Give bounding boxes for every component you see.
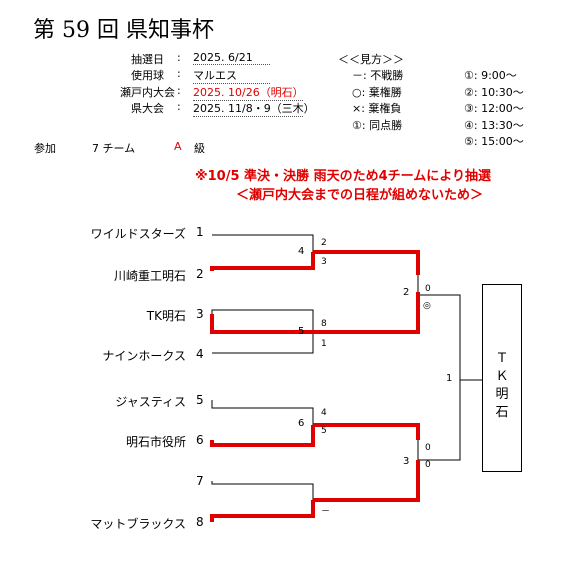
- class-letter: A: [174, 140, 182, 153]
- seed-number: 1: [196, 225, 204, 239]
- participation-label: 参加: [34, 142, 56, 155]
- setouchi-value: 2025. 10/26（明石）: [193, 86, 304, 101]
- winner-path: [210, 252, 315, 271]
- winner-path: [313, 250, 420, 275]
- score: 0: [425, 460, 431, 470]
- score: 3: [321, 257, 327, 267]
- bracket-line: [313, 424, 419, 440]
- info-separator: :: [177, 84, 181, 97]
- team-name: ナインホークス: [102, 349, 186, 363]
- draw-date-label: 抽選日: [131, 53, 164, 66]
- match-number: 5: [298, 326, 305, 337]
- seed-number: 6: [196, 433, 204, 447]
- champion-box: Ｔ Ｋ 明 石: [482, 284, 522, 472]
- winner-path: [313, 460, 420, 502]
- score: 0: [425, 284, 431, 294]
- info-separator: :: [177, 100, 181, 113]
- team-name: 川崎重工明石: [113, 269, 186, 283]
- bracket-line: [211, 309, 314, 332]
- bracket-line: [417, 380, 461, 461]
- team-name: マットブラックス: [90, 517, 186, 531]
- info-separator: :: [177, 67, 181, 80]
- match-number: 4: [298, 246, 305, 257]
- winner-path: [210, 314, 313, 334]
- match-number: 6: [298, 418, 305, 429]
- schedule-item: ①: 9:00～: [464, 69, 517, 82]
- score: －: [321, 507, 331, 517]
- winner-path: [313, 292, 420, 334]
- bracket-line: [211, 400, 314, 425]
- score: 2: [321, 238, 327, 248]
- legend-item: ×: 棄権負: [352, 102, 402, 115]
- winner-path: [210, 425, 315, 447]
- match-number: 2: [403, 287, 410, 298]
- winner-path: [313, 423, 420, 440]
- team-name: ワイルドスターズ: [90, 227, 186, 241]
- score: 1: [321, 339, 327, 349]
- seed-number: 7: [196, 474, 204, 488]
- score: 5: [321, 426, 327, 436]
- winner-path: [210, 500, 315, 522]
- ball-label: 使用球: [131, 69, 164, 82]
- match-number: 3: [403, 456, 410, 467]
- legend-item: ○: 棄権勝: [352, 86, 402, 99]
- champion-char: 石: [495, 405, 509, 420]
- seed-number: 8: [196, 515, 204, 529]
- schedule-item: ④: 13:30～: [464, 119, 524, 132]
- seed-number: 4: [196, 347, 204, 361]
- score: 4: [321, 408, 327, 418]
- team-name: ジャスティス: [115, 395, 186, 409]
- match-number: 1: [446, 373, 453, 384]
- bracket-line: [212, 332, 314, 354]
- page-title: 第 59 回 県知事杯: [33, 18, 214, 43]
- prefectural-label: 県大会: [131, 102, 164, 115]
- team-name: 明石市役所: [125, 435, 186, 449]
- score: ◎: [423, 301, 431, 311]
- bracket-line: [211, 500, 314, 522]
- champion-char: 明: [495, 387, 509, 402]
- bracket-line: [313, 251, 419, 275]
- legend-title: ＜＜見方＞＞: [338, 53, 404, 66]
- legend-item: －: 不戦勝: [352, 69, 404, 82]
- schedule-item: ③: 12:00～: [464, 102, 524, 115]
- schedule-item: ⑤: 15:00～: [464, 135, 524, 148]
- prefectural-value: 2025. 11/8・9（三木）: [193, 102, 315, 117]
- class-suffix: 級: [194, 142, 205, 155]
- bracket-line: [211, 481, 314, 500]
- seed-number: 3: [196, 307, 204, 321]
- rain-note: ※10/5 準決・決勝 雨天のため4チームにより抽選: [195, 169, 491, 184]
- schedule-item: ②: 10:30～: [464, 86, 524, 99]
- team-name: TK明石: [146, 309, 186, 323]
- draw-date-value: 2025. 6/21: [193, 51, 270, 65]
- score: 0: [425, 443, 431, 453]
- setouchi-label: 瀬戸内大会: [120, 86, 175, 99]
- bracket-line: [417, 275, 461, 380]
- info-separator: :: [177, 51, 181, 64]
- champion-char: Ｋ: [495, 369, 509, 384]
- bracket-line: [212, 234, 314, 252]
- seed-number: 5: [196, 393, 204, 407]
- rain-note-reason: ＜瀬戸内大会までの日程が組めないため＞: [236, 188, 484, 203]
- score: 8: [321, 319, 327, 329]
- team-count: 7 チーム: [92, 142, 136, 155]
- champion-char: Ｔ: [495, 351, 509, 366]
- legend-item: ①: 同点勝: [352, 119, 403, 132]
- seed-number: 2: [196, 267, 204, 281]
- ball-value: マルエス: [193, 67, 270, 84]
